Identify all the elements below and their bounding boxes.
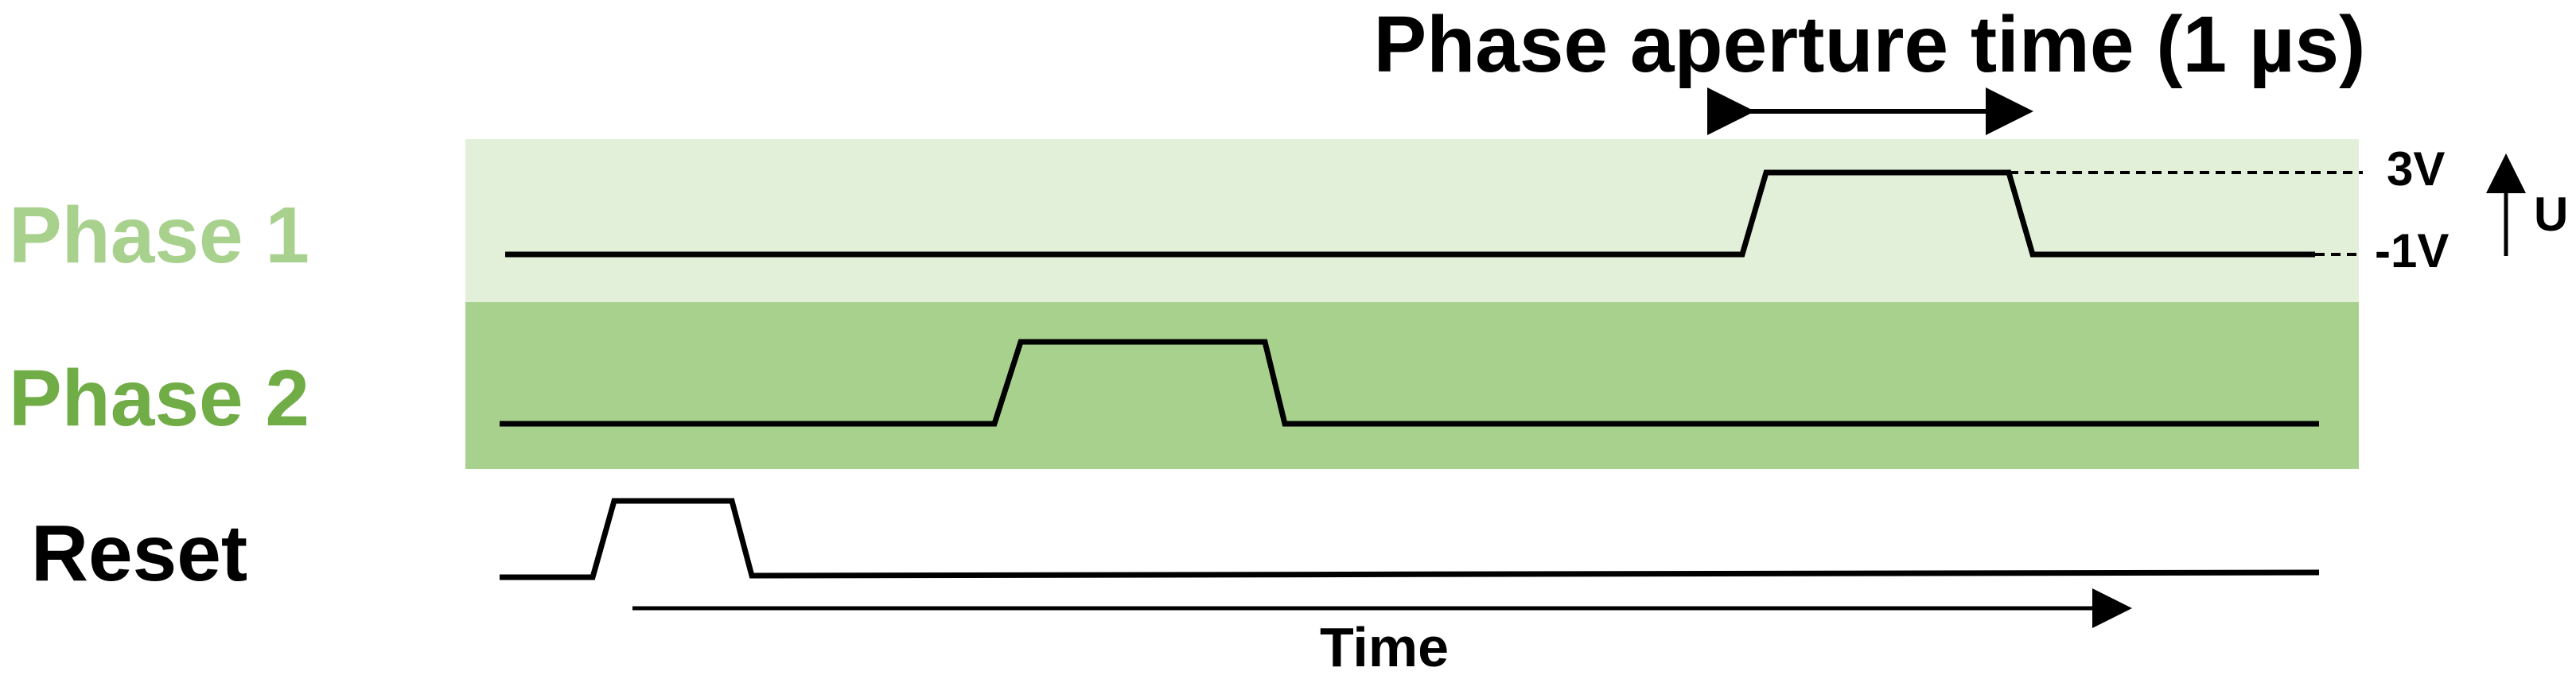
phase2-trace [500,339,2319,427]
reset-label: Reset [31,509,247,598]
phase1-label: Phase 1 [9,191,309,280]
low-voltage-label: -1V [2375,224,2449,277]
reset-trace [500,498,2320,580]
voltage-axis-label: U [2534,188,2568,241]
high-voltage-label: 3V [2387,142,2445,196]
aperture-title: Phase aperture time (1 µs) [1374,0,2366,89]
time-axis-label: Time [1320,616,1449,678]
phase2-band [465,302,2359,469]
phase1-band [465,139,2359,302]
phase1-trace [505,169,2315,258]
phase2-label: Phase 2 [9,354,309,443]
